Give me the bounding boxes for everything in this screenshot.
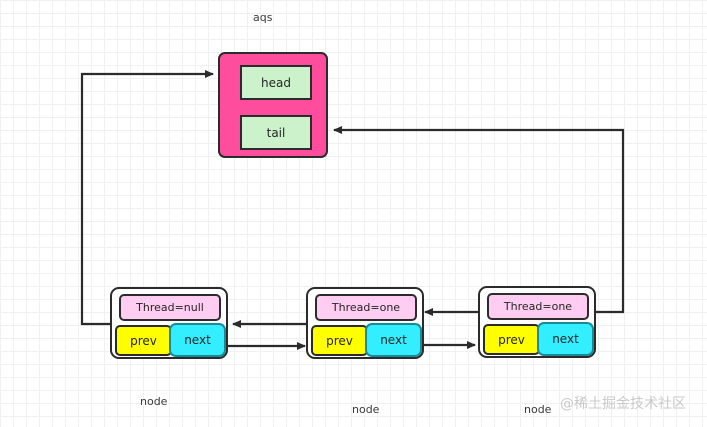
watermark-text: @稀土掘金技术社区 [560,396,686,412]
node-1[interactable]: Thread=null prev next [110,287,228,359]
node-3[interactable]: Thread=one prev next [478,286,596,358]
node-1-caption: node [140,395,168,408]
node-3-caption: node [524,403,552,416]
node-3-next-field[interactable]: next [537,322,594,356]
node-2-caption: node [352,403,380,416]
node-1-next-field[interactable]: next [169,323,226,357]
aqs-field-head[interactable]: head [240,65,312,100]
node-2[interactable]: Thread=one prev next [306,287,424,359]
wire-node3-to-tail [333,126,625,314]
node-2-prev-field[interactable]: prev [311,325,368,356]
node-1-prev-field[interactable]: prev [115,325,172,356]
aqs-container[interactable]: head tail [218,52,328,158]
node-1-thread-field[interactable]: Thread=null [119,294,221,321]
node-3-thread-field[interactable]: Thread=one [487,293,589,320]
node-3-prev-field[interactable]: prev [483,324,540,355]
aqs-field-tail[interactable]: tail [240,115,312,150]
aqs-title-label: aqs [253,11,273,24]
node-2-thread-field[interactable]: Thread=one [315,294,417,321]
node-2-next-field[interactable]: next [365,323,422,357]
